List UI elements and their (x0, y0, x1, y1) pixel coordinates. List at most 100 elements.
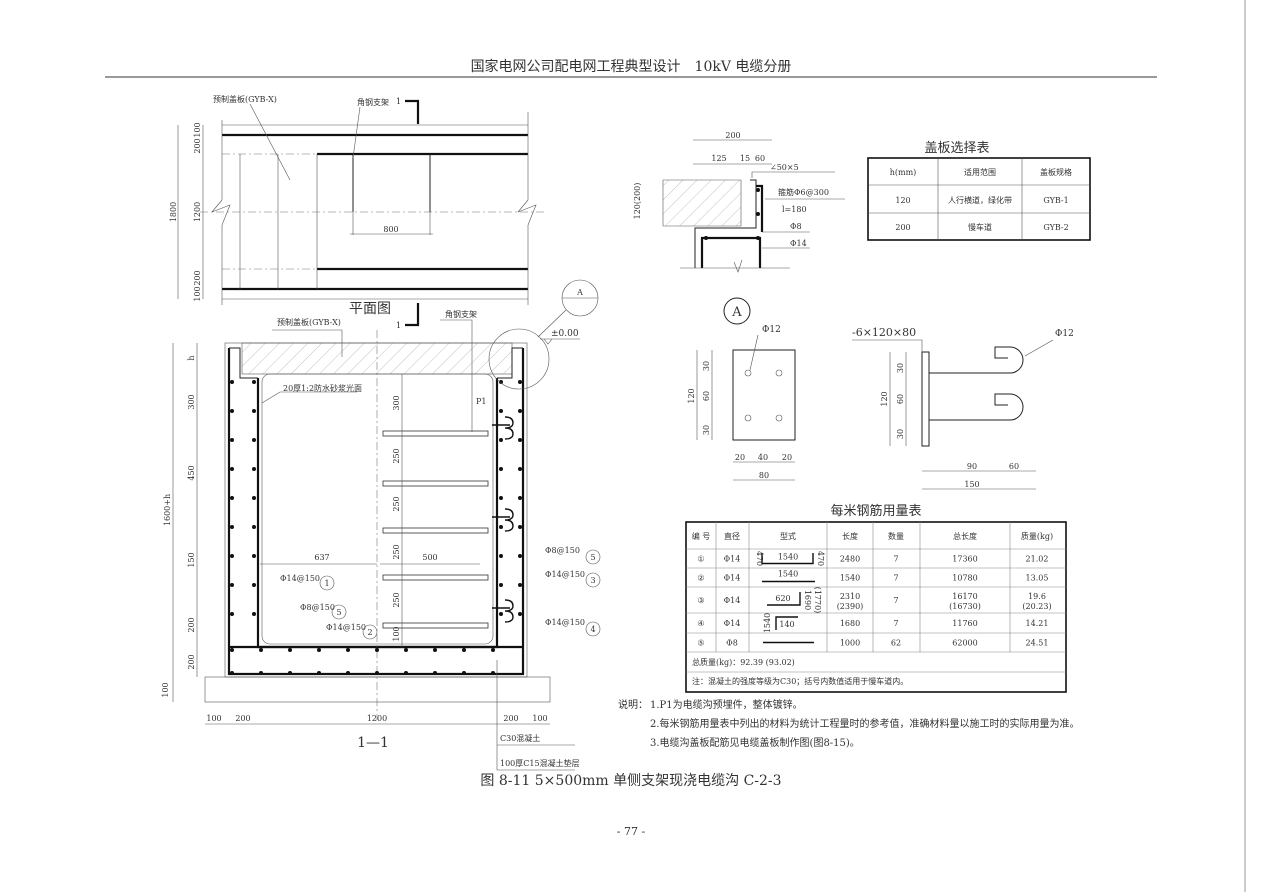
note-item: 1.P1为电缆沟预埋件，整体镀锌。 (650, 698, 803, 711)
table-header: 直径 (724, 531, 740, 541)
dim-label: 1200 (193, 202, 202, 222)
detail-a-mark: A (731, 305, 742, 320)
dim-label: 40 (758, 453, 768, 462)
dim-label: 200 (187, 617, 196, 632)
label-length: l=180 (782, 205, 807, 214)
row-total-length: 10780 (952, 574, 977, 583)
dim-label: 200 (235, 714, 250, 723)
callout-number: 4 (590, 625, 595, 634)
label-stirrup: 箍筋Φ6@300 (778, 187, 829, 197)
rebar-dot (433, 648, 437, 652)
row-quantity: 7 (893, 596, 898, 605)
table-header: 盖板规格 (1040, 167, 1072, 177)
row-mass: 24.51 (1026, 639, 1049, 648)
section-title: 1—1 (357, 735, 389, 751)
dim-label: 100 (206, 714, 221, 723)
row-quantity: 7 (893, 555, 898, 564)
dim-label: 100 (193, 286, 202, 301)
dim-label: 60 (702, 391, 711, 401)
angle-bracket (382, 574, 489, 581)
table-header: 编 号 (692, 531, 711, 541)
table-header: 型式 (780, 531, 796, 541)
angle-bracket (382, 480, 489, 487)
label-plate: -6×120×80 (852, 326, 916, 339)
rebar-dot (518, 380, 522, 384)
rebar-dot (518, 409, 522, 413)
dim-label: 100 (193, 122, 202, 137)
table-header: 总长度 (953, 531, 977, 541)
dim-label: 20 (735, 453, 745, 462)
note-item: 2.每米钢筋用量表中列出的材料为统计工程量时的参考值，准确材料量以施工时的实际用… (650, 717, 1080, 730)
dim-label: 30 (896, 429, 905, 439)
row-total-length: 17360 (952, 555, 977, 564)
callout-number: 1 (324, 579, 329, 588)
bar-shape (767, 592, 801, 606)
table-cell: 慢车道 (968, 222, 992, 232)
label-precast-cover: 预制盖板(GYB-X) (213, 94, 277, 104)
rebar-dot (404, 671, 408, 675)
detail-mark: A (576, 288, 583, 297)
rebar-dot (252, 438, 256, 442)
row-mass: 13.05 (1026, 574, 1049, 583)
shape-dim: 140 (779, 620, 794, 629)
shape-dim: 470 (816, 551, 825, 566)
row-quantity: 7 (893, 619, 898, 628)
note-item: 3.电缆沟盖板配筋见电缆盖板制作图(图8-15)。 (650, 736, 860, 749)
row-number: ② (697, 574, 704, 583)
rebar-dot (518, 554, 522, 558)
row-diameter: Φ14 (724, 574, 741, 583)
dim-label: 250 (392, 496, 401, 511)
table-header: 数量 (888, 531, 904, 541)
table-cell: GYB-2 (1043, 223, 1068, 232)
label-mortar: 20厚1:2防水砂浆光面 (283, 383, 362, 393)
edge-detail: 200 125 15 60 120(200) ∠50×5 箍筋Φ6@300 l=… (633, 131, 845, 273)
shape-dim: 470 (755, 551, 764, 566)
concrete-bedding (204, 676, 551, 703)
dim-label: 150 (964, 480, 979, 489)
rebar-dot (462, 648, 466, 652)
rebar-dot (518, 612, 522, 616)
dim-label: 100 (532, 714, 547, 723)
rebar-dot (230, 438, 234, 442)
angle-bracket (382, 430, 489, 437)
label-angle-bracket: 角钢支架 (445, 309, 477, 319)
rebar-callout: Φ14@150 (545, 570, 585, 579)
rebar-dot (230, 612, 234, 616)
dim-label: 200 (193, 138, 202, 153)
dim-label: 80 (759, 471, 769, 480)
dim-label: 800 (383, 225, 398, 234)
dim-label: 60 (896, 394, 905, 404)
row-mass: 19.6 (1028, 592, 1046, 601)
dim-label: 120 (880, 391, 889, 406)
rebar-dot (499, 554, 503, 558)
notes: 说明： 1.P1为电缆沟预埋件，整体镀锌。 2.每米钢筋用量表中列出的材料为统计… (618, 698, 1080, 749)
rebar-dot (230, 467, 234, 471)
row-diameter: Φ14 (724, 596, 741, 605)
shape-dim: 1540 (778, 553, 798, 562)
rebar-dot (375, 671, 379, 675)
rebar-dot (462, 671, 466, 675)
rebar-dot (499, 525, 503, 529)
rebar-dot (317, 671, 321, 675)
rebar-dot (518, 583, 522, 587)
rebar-dot (230, 525, 234, 529)
dim-label: 120(200) (633, 183, 642, 220)
table-cell: 120 (895, 196, 910, 205)
rebar-dot (230, 671, 234, 675)
row-diameter: Φ8 (726, 639, 738, 648)
table-header: 质量(kg) (1021, 531, 1053, 541)
rebar-dot (499, 496, 503, 500)
label-bedding: 100厚C15混凝土垫层 (500, 758, 580, 768)
callout-number: 5 (590, 553, 595, 562)
dim-label: 200 (187, 654, 196, 669)
embedded-part-p1 (492, 416, 514, 440)
rebar-dot (404, 648, 408, 652)
callout-number: 3 (590, 576, 595, 585)
rebar-dot (288, 671, 292, 675)
label-phi12: Φ12 (1055, 329, 1074, 339)
rebar-dot (230, 496, 234, 500)
row-total-length: 11760 (952, 619, 977, 628)
dim-label: 15 (740, 154, 750, 163)
